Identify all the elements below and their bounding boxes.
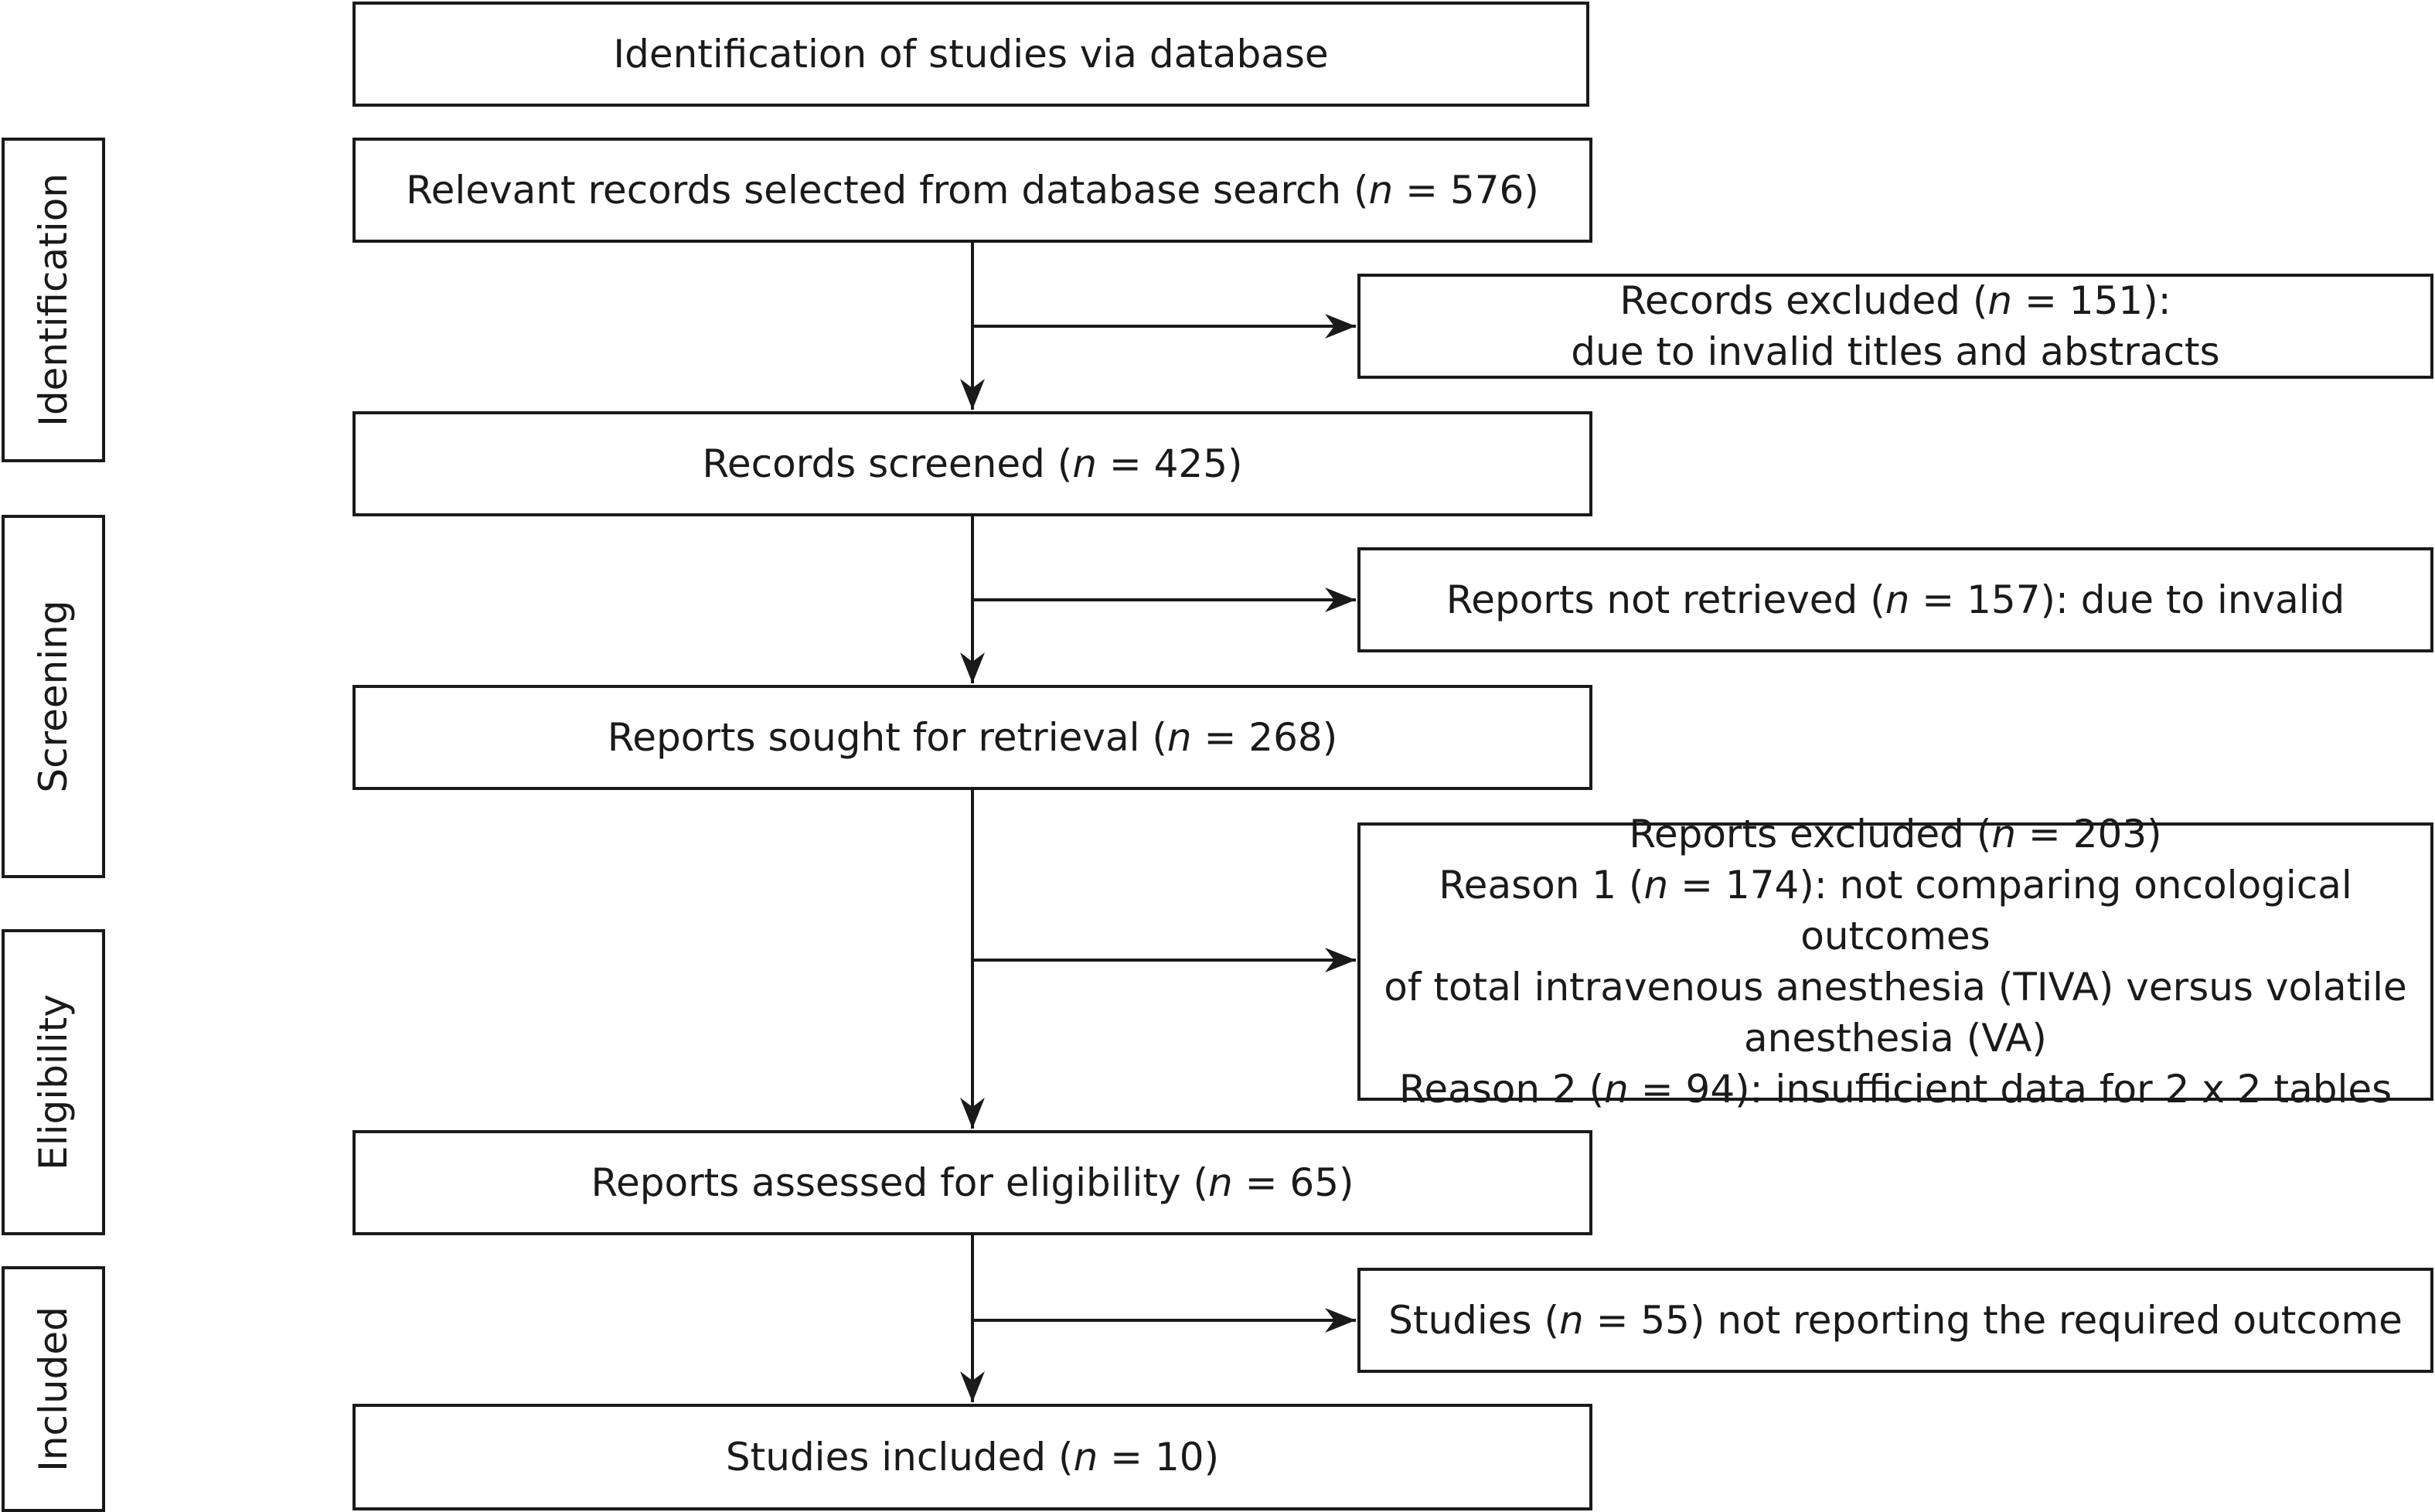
reports-sought-text: Reports sought for retrieval (n = 268) [607, 715, 1338, 760]
records-screened-box: Records screened (n = 425) [352, 411, 1592, 516]
header-text: Identification of studies via database [613, 32, 1329, 77]
reports-excluded-line4: anesthesia (VA) [1744, 1016, 2047, 1061]
phase-screening: Screening [2, 515, 105, 878]
reports-excluded-line3: of total intravenous anesthesia (TIVA) v… [1384, 965, 2407, 1010]
records-excluded-line1: Records excluded (n = 151): [1619, 278, 2171, 323]
studies-not-reporting-box: Studies (n = 55) not reporting the requi… [1357, 1268, 2433, 1373]
phase-identification: Identification [2, 138, 105, 462]
studies-not-reporting-text: Studies (n = 55) not reporting the requi… [1388, 1298, 2403, 1343]
reports-excluded-line2: Reason 1 (n = 174): not comparing oncolo… [1439, 863, 2352, 959]
reports-not-retrieved-text: Reports not retrieved (n = 157): due to … [1446, 577, 2345, 622]
reports-assessed-text: Reports assessed for eligibility (n = 65… [591, 1160, 1354, 1205]
studies-included-text: Studies included (n = 10) [725, 1435, 1220, 1480]
studies-included-box: Studies included (n = 10) [352, 1404, 1592, 1510]
relevant-records-box: Relevant records selected from database … [352, 138, 1592, 243]
reports-sought-box: Reports sought for retrieval (n = 268) [352, 685, 1592, 790]
reports-not-retrieved-box: Reports not retrieved (n = 157): due to … [1357, 547, 2433, 652]
phase-included: Included [2, 1266, 105, 1512]
reports-excluded-line5: Reason 2 (n = 94): insufficient data for… [1398, 1067, 2392, 1112]
records-excluded-line2: due to invalid titles and abstracts [1571, 329, 2220, 374]
reports-assessed-box: Reports assessed for eligibility (n = 65… [352, 1130, 1592, 1235]
records-screened-text: Records screened (n = 425) [702, 441, 1243, 486]
phase-eligibility: Eligibility [2, 929, 105, 1235]
header-box: Identification of studies via database [352, 2, 1589, 107]
reports-excluded-line1: Reports excluded (n = 203) [1629, 812, 2162, 856]
records-excluded-box: Records excluded (n = 151): due to inval… [1357, 274, 2433, 379]
relevant-records-text: Relevant records selected from database … [406, 168, 1539, 213]
reports-excluded-box: Reports excluded (n = 203) Reason 1 (n =… [1357, 812, 2433, 1112]
